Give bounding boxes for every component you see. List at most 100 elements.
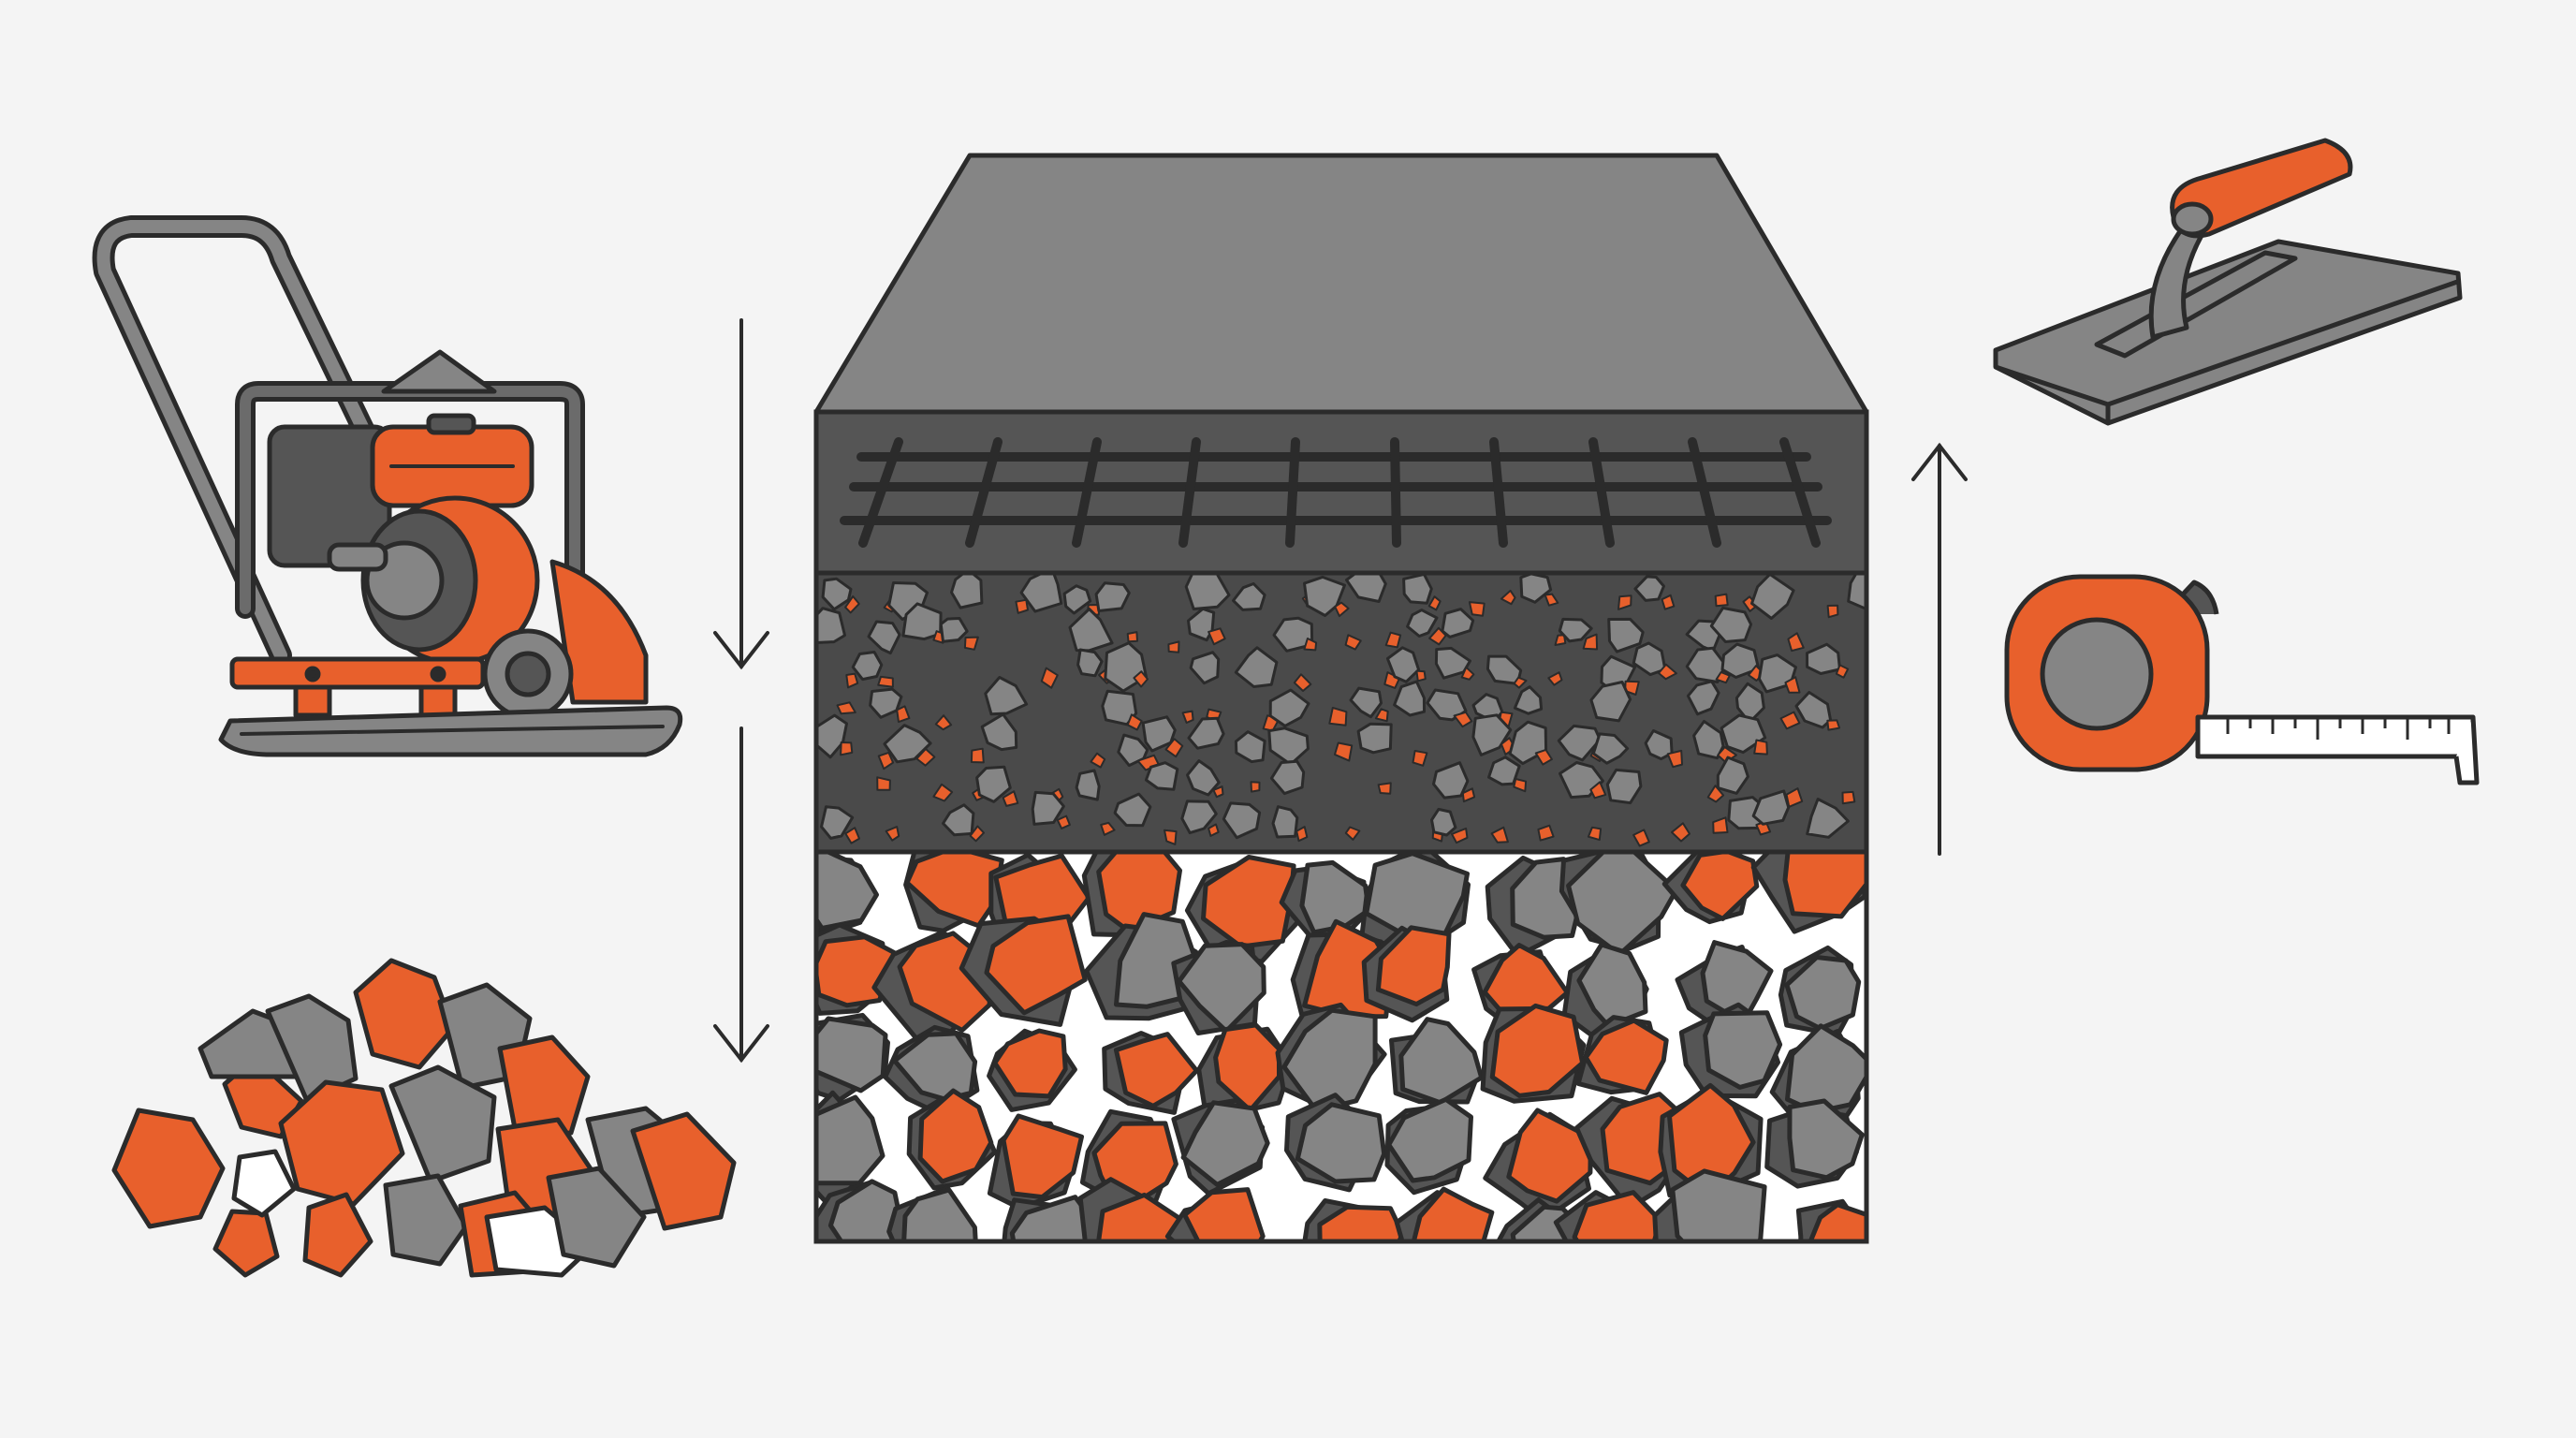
gravel-stone — [867, 620, 901, 655]
rock — [1213, 1022, 1281, 1113]
gravel-chip — [1753, 739, 1768, 756]
arrow-down-lower — [713, 726, 769, 1064]
gravel-chip — [1714, 593, 1729, 608]
gravel-chip — [1377, 782, 1392, 795]
gravel-stone — [1406, 609, 1439, 638]
gravel-chip — [836, 701, 856, 715]
plate-compactor-icon — [92, 215, 683, 757]
gravel-chip — [1534, 748, 1553, 766]
gravel-stone — [1232, 582, 1266, 611]
gravel-stone — [1144, 761, 1179, 791]
gravel-chip — [1344, 634, 1362, 651]
rock — [1182, 1187, 1266, 1241]
gravel-stone — [1189, 651, 1221, 685]
gravel-chip — [1706, 785, 1725, 803]
gravel-stone — [1062, 584, 1092, 615]
rock — [1398, 1017, 1485, 1106]
gravel-stone — [1356, 722, 1393, 755]
gravel-stone — [1591, 732, 1630, 765]
gravel-stone — [1222, 801, 1262, 840]
gravel-chip — [1500, 589, 1516, 606]
gravel-chip — [1460, 666, 1475, 681]
gravel-chip — [845, 672, 859, 689]
gravel-chip — [844, 827, 860, 844]
gravel-chip — [969, 825, 985, 843]
gravel-chip — [1002, 790, 1019, 807]
gravel-chip — [1826, 604, 1839, 619]
gravel-stone — [1113, 792, 1152, 828]
gravel-chip — [1412, 750, 1428, 767]
gravel-chip — [1658, 663, 1677, 681]
rock — [1489, 1003, 1586, 1098]
gravel-chip — [877, 675, 894, 688]
gravel-chip — [915, 748, 936, 767]
rock — [892, 1031, 978, 1102]
concrete-slab-layer — [813, 153, 1869, 415]
rock — [992, 1028, 1068, 1099]
gravel-stone — [1094, 581, 1131, 612]
gravel-chip — [1334, 741, 1354, 762]
large-rocks — [816, 852, 1866, 1241]
rock — [1784, 955, 1862, 1032]
gravel-chip — [1212, 785, 1224, 799]
gravel-chip — [1293, 673, 1312, 692]
gravel-stone — [1187, 716, 1225, 750]
rock — [1566, 852, 1679, 957]
gravel-stone — [939, 617, 969, 643]
gravel-chip — [1303, 638, 1318, 652]
gravel-chip — [1547, 671, 1563, 686]
gravel-chip — [1126, 631, 1138, 643]
gravel-stone — [1709, 606, 1753, 643]
rock — [816, 852, 879, 931]
gravel-stone — [1187, 607, 1216, 642]
gravel-stone — [1794, 691, 1833, 729]
gravel-stone — [984, 676, 1029, 716]
gravel-stone — [1019, 573, 1063, 613]
gravel-stone — [1750, 573, 1795, 620]
rebar-grid — [840, 437, 1832, 548]
rock — [816, 1094, 886, 1186]
rock — [1670, 1168, 1767, 1241]
gravel-stone — [1234, 730, 1266, 764]
gravel-chip — [1328, 707, 1348, 726]
gravel-chip — [1208, 823, 1220, 837]
rock — [1295, 1102, 1387, 1184]
cross-section-outline — [813, 409, 1869, 1244]
gravel-stone — [1349, 686, 1383, 719]
rock — [901, 1187, 978, 1241]
gravel-chip — [877, 751, 895, 770]
gravel-chip — [932, 783, 954, 802]
gravel-stone — [1633, 575, 1665, 602]
rock — [1572, 1190, 1663, 1241]
rock-pile-icon — [111, 958, 737, 1278]
gravel-chip — [963, 636, 979, 651]
gravel-chip — [1490, 826, 1509, 844]
gravel-stone — [820, 805, 855, 840]
rock — [1001, 1113, 1084, 1200]
gravel-stone — [1607, 617, 1645, 653]
gravel-chip — [885, 826, 900, 842]
gravel-stone — [1441, 608, 1475, 638]
rock — [1482, 943, 1570, 1020]
rock — [1583, 1018, 1669, 1095]
gravel-chip — [1835, 664, 1850, 679]
gravel-stone — [1471, 713, 1513, 756]
rock — [1386, 1096, 1473, 1183]
gravel-stone — [1426, 688, 1468, 722]
gravel-chip — [1164, 829, 1178, 845]
rock — [917, 1088, 994, 1184]
gravel-stone — [1393, 680, 1426, 717]
gravel-chip — [1100, 821, 1116, 836]
gravel-chip — [1874, 791, 1891, 810]
gravel-chip — [1384, 631, 1402, 649]
gravel-chip — [1451, 827, 1469, 844]
rock — [1782, 852, 1866, 919]
gravel-chip — [896, 705, 911, 724]
rock — [1808, 1202, 1866, 1241]
gravel-stone — [1269, 759, 1306, 796]
rock — [1364, 852, 1470, 941]
gravel-stone — [1644, 729, 1674, 761]
gravel-stone — [1487, 756, 1521, 786]
gravel-stone — [1605, 768, 1643, 805]
rock — [1375, 925, 1452, 1007]
